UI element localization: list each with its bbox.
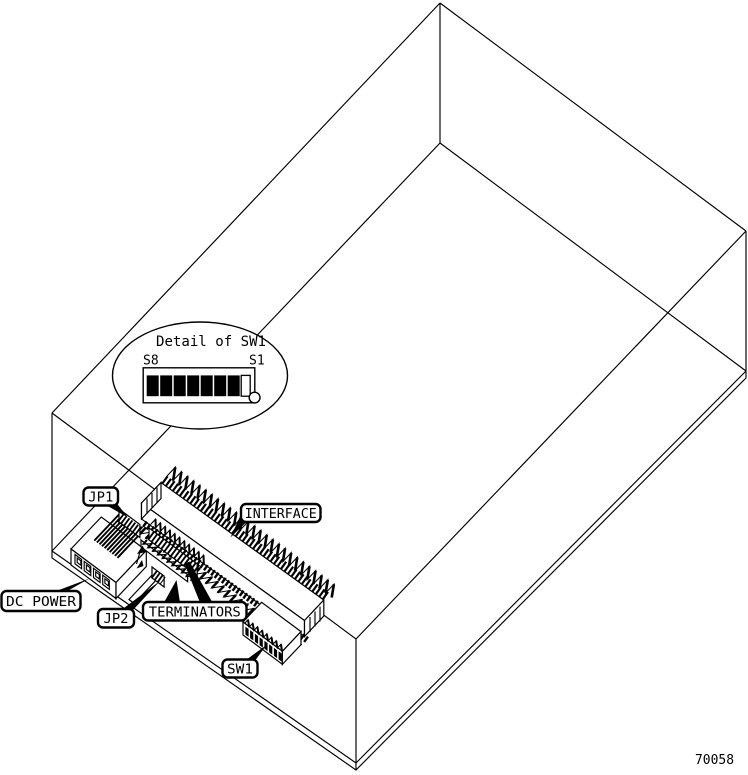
dip-switch-cells	[146, 374, 251, 397]
figure-number: 70058	[695, 752, 734, 768]
jp1-jumper	[93, 507, 146, 559]
pin1-marker-line	[135, 551, 141, 565]
label-dc-power: DC POWER	[0, 578, 90, 613]
dc-power-right-end	[115, 548, 147, 601]
label-jp2: JP2	[96, 580, 161, 629]
sw1-switch	[242, 601, 302, 666]
pin1-marker-arrows	[135, 545, 146, 569]
sw1-right-end	[281, 630, 302, 666]
svg-text:SW1: SW1	[227, 663, 253, 678]
detail-callout: Detail of SW1 S8 S1	[111, 321, 289, 430]
jp2-jumper	[128, 565, 166, 605]
dip-switch-cell	[173, 375, 186, 397]
svg-text:DC POWER: DC POWER	[6, 595, 76, 610]
dip-switch-detail-dot	[248, 391, 261, 404]
svg-text:JP1: JP1	[88, 491, 113, 506]
label-jp2-pointer	[122, 580, 161, 610]
pin1-arrow-down-icon	[136, 560, 144, 569]
dip-switch-cell	[214, 375, 227, 397]
interface-right-end	[303, 598, 325, 639]
callout-labels: JP1 INTERFACE DC POWER JP2 TERMINATORS S…	[0, 486, 322, 679]
label-sw1-pointer	[246, 645, 267, 660]
dip-switch-cell	[240, 374, 251, 397]
interface-back-hatch	[161, 475, 330, 601]
jp1-body-hatch	[117, 513, 142, 536]
detail-s1-label: S1	[249, 354, 265, 369]
label-terminators-pointer-right	[184, 561, 213, 603]
dip-switch-cell	[187, 375, 200, 397]
label-dc-power-pointer	[55, 578, 90, 592]
jp1-pin-stripes	[93, 510, 146, 559]
detail-title: Detail of SW1	[156, 334, 266, 350]
dc-power-pins	[74, 553, 110, 591]
label-terminators-pointer-left	[164, 580, 180, 603]
dip-switch-cell	[200, 375, 213, 397]
interface-right-end-pins	[309, 606, 321, 632]
interface-left-end-pins	[146, 487, 158, 514]
label-jp1: JP1	[82, 486, 128, 518]
label-terminators: TERMINATORS	[141, 561, 248, 622]
dip-switch-cell	[227, 375, 240, 397]
interface-connector	[138, 465, 336, 648]
svg-text:INTERFACE: INTERFACE	[245, 507, 317, 522]
svg-text:JP2: JP2	[104, 612, 129, 627]
dip-switch-cell	[146, 375, 159, 397]
pin1-arrow-up-icon	[137, 545, 146, 554]
sw1-front-pins	[245, 626, 282, 662]
interface-left-end	[140, 480, 162, 521]
detail-s8-label: S8	[143, 354, 159, 369]
dip-switch-cell	[160, 375, 173, 397]
label-interface: INTERFACE	[230, 502, 322, 538]
label-sw1: SW1	[221, 645, 267, 679]
svg-text:TERMINATORS: TERMINATORS	[149, 606, 241, 621]
